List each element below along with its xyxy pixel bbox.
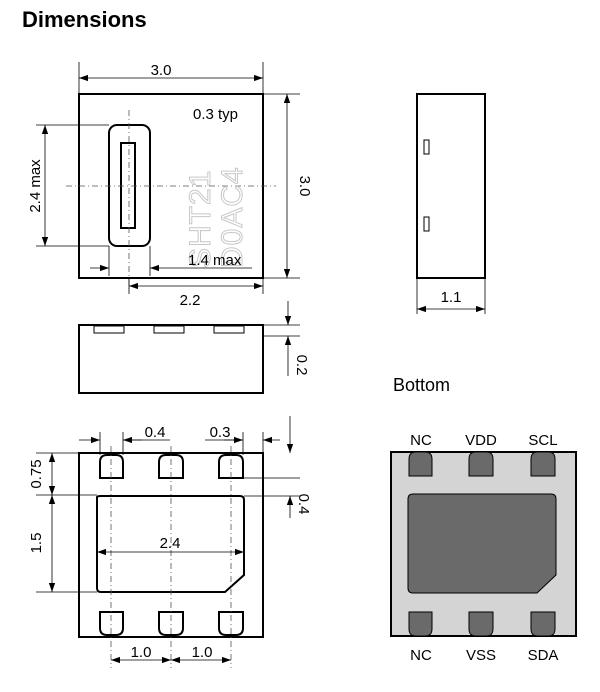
front-pad-1 (93, 325, 125, 334)
dim-pitch-left: 1.0 (131, 644, 152, 661)
pad-top-1 (99, 454, 124, 479)
side-view: 1.1 (416, 93, 486, 314)
front-pad-2 (153, 325, 185, 334)
side-pad-lower (423, 216, 430, 232)
dimensions-title: Dimensions (22, 7, 147, 32)
dim-pitch-right: 1.0 (192, 644, 213, 661)
dim-width: 3.0 (151, 62, 172, 79)
pad-bottom-3 (218, 611, 244, 636)
exposed-pad (96, 495, 245, 593)
dim-thickness: 1.1 (441, 289, 462, 306)
dim-pad-height: 0.2 (293, 355, 310, 376)
sensor-window (120, 142, 136, 229)
pin-label-nc-bottom: NC (410, 647, 432, 664)
bottom-pinout-view: Bottom NC VDD SCL NC VSS SDA (390, 375, 577, 664)
front-view: 0.2 (78, 301, 310, 394)
pin-sda (530, 611, 556, 637)
pin-label-vdd: VDD (465, 432, 497, 449)
front-view-outline (78, 324, 264, 394)
pad-top-2 (158, 454, 184, 479)
pin-label-nc-top: NC (410, 432, 432, 449)
svg-text:SHT21: SHT21 (184, 170, 217, 268)
package-marking: SHT21 D0AC4 (184, 166, 250, 269)
pin-label-scl: SCL (528, 432, 557, 449)
dim-height: 3.0 (296, 176, 313, 197)
pad-top-3 (218, 454, 244, 479)
dim-pad-inset: 0.4 (295, 494, 312, 515)
dim-sensor-width: 1.4 max (188, 252, 242, 269)
bottom-exposed-pad (407, 493, 557, 594)
bottom-dimension-view: 0.4 0.3 0.4 0.75 1.5 2.4 1.0 1.0 (28, 416, 312, 668)
pin-vdd (468, 451, 494, 477)
dim-epad-width: 2.4 (160, 535, 181, 552)
dim-offset: 2.2 (180, 292, 201, 309)
dim-corner: 0.3 typ (193, 106, 238, 123)
pad-bottom-1 (99, 611, 124, 636)
svg-text:D0AC4: D0AC4 (216, 166, 249, 268)
dim-pad-width: 0.4 (145, 424, 166, 441)
pin-label-sda: SDA (528, 647, 559, 664)
dim-epad-height: 1.5 (28, 533, 45, 554)
side-view-outline (416, 93, 486, 279)
dim-pad-length: 0.75 (28, 459, 45, 488)
pin-nc-top (408, 451, 433, 477)
sensor-opening (108, 124, 151, 247)
pin-nc-bottom (408, 611, 433, 637)
pin-label-vss: VSS (466, 647, 496, 664)
side-pad-upper (423, 139, 430, 155)
dim-pad-edge: 0.3 (210, 424, 231, 441)
front-pad-3 (213, 325, 245, 334)
top-view: SHT21 D0AC4 3.0 0.3 typ 3.0 2.4 max 1.4 … (27, 62, 313, 309)
pad-bottom-2 (158, 611, 184, 636)
pin-vss (468, 611, 494, 637)
pin-scl (530, 451, 556, 477)
dim-sensor-height: 2.4 max (27, 159, 44, 213)
bottom-label: Bottom (393, 375, 450, 395)
